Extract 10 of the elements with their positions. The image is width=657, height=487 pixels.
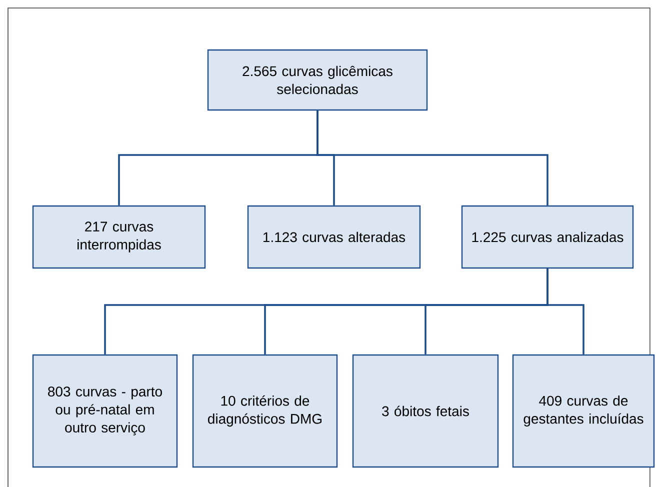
process-box: 803 curvas - parto ou pré-natal em outro serviço <box>32 354 178 468</box>
process-box: 2.565 curvas glicêmicas selecionadas <box>207 49 428 111</box>
process-box: 217 curvas interrompidas <box>32 205 206 269</box>
process-box: 3 óbitos fetais <box>352 354 499 468</box>
process-box: 409 curvas de gestantes incluídas <box>512 354 655 468</box>
process-box: 1.225 curvas analizadas <box>461 205 634 269</box>
process-box: 1.123 curvas alteradas <box>247 205 421 269</box>
connector-line <box>316 110 548 206</box>
connector-line <box>546 268 584 354</box>
process-box: 10 critérios de diagnósticos DMG <box>192 354 338 468</box>
